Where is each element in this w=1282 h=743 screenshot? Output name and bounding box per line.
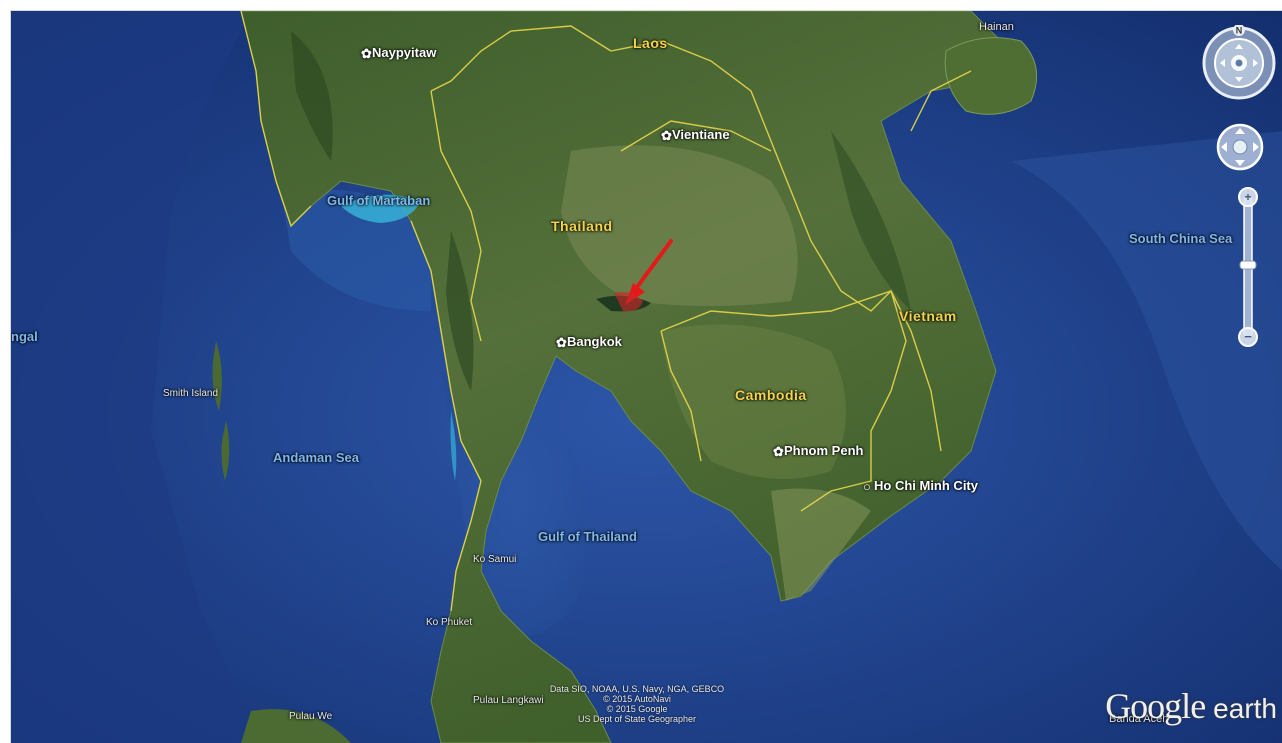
island-label-hainan: Hainan <box>979 21 1014 33</box>
city-pin-icon: ✿ <box>773 444 784 459</box>
island-label-smith-island: Smith Island <box>163 388 219 399</box>
island-label-ko-samui: Ko Samui <box>473 554 517 565</box>
city-label-naypyitaw: ✿Naypyitaw <box>361 45 437 61</box>
city-pin-icon: ○ <box>863 479 871 494</box>
svg-text:+: + <box>1244 190 1251 204</box>
google-earth-logo: Google earth <box>1105 686 1277 726</box>
country-label-thailand: Thailand <box>551 218 613 234</box>
island-label-pulau-langkawi: Pulau Langkawi <box>473 695 544 706</box>
satellite-imagery <box>11 11 1282 743</box>
map-viewport[interactable]: Laos Thailand Vietnam Cambodia Gulf of M… <box>10 10 1282 743</box>
city-pin-icon: ✿ <box>361 46 372 61</box>
city-pin-icon: ✿ <box>661 128 672 143</box>
map-attribution: Data SIO, NOAA, U.S. Navy, NGA, GEBCO © … <box>549 684 725 724</box>
svg-text:−: − <box>1244 329 1252 344</box>
island-label-pulau-we: Pulau We <box>289 711 333 722</box>
sea-label-bay-of-bengal: ngal <box>11 329 38 344</box>
sea-label-gulf-of-martaban: Gulf of Martaban <box>327 193 431 208</box>
zoom-slider-icon[interactable]: + − <box>1237 187 1259 347</box>
city-label-phnom-penh: ✿Phnom Penh <box>773 443 864 459</box>
sea-label-andaman-sea: Andaman Sea <box>273 450 359 465</box>
country-label-laos: Laos <box>633 35 668 51</box>
country-label-cambodia: Cambodia <box>735 387 807 403</box>
city-label-vientiane: ✿Vientiane <box>661 127 730 143</box>
city-label-bangkok: ✿Bangkok <box>556 334 622 350</box>
city-label-ho-chi-minh-city: ○Ho Chi Minh City <box>863 478 978 494</box>
compass-ring-icon[interactable]: N <box>1201 25 1277 101</box>
sea-label-south-china-sea: South China Sea <box>1129 231 1233 246</box>
island-label-ko-phuket: Ko Phuket <box>426 617 473 628</box>
island-label-banda-aceh: Banda Aceh <box>1109 713 1169 725</box>
svg-text:N: N <box>1236 26 1243 36</box>
red-arrow-icon <box>614 239 673 312</box>
pan-joystick-icon[interactable] <box>1216 123 1264 171</box>
country-label-vietnam: Vietnam <box>899 308 957 324</box>
city-pin-icon: ✿ <box>556 335 567 350</box>
sea-label-gulf-of-thailand: Gulf of Thailand <box>538 529 637 544</box>
look-joystick-icon[interactable] <box>1220 44 1258 82</box>
